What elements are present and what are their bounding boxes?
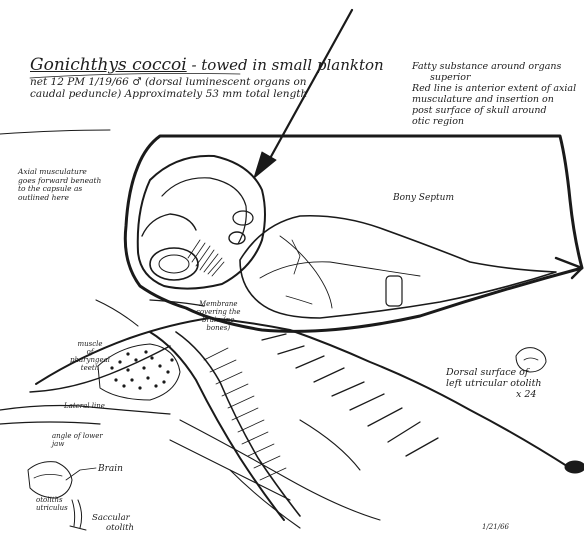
otoliths-line: utriculus <box>36 504 68 512</box>
capsule-hatching <box>188 240 224 276</box>
membrane-label: Membrane covering the brain (no bones) <box>196 300 241 332</box>
otoliths-line: otoliths <box>36 496 68 504</box>
title-rest: - towed in small plankton <box>191 56 383 74</box>
membrane-label-line: Membrane <box>196 300 241 308</box>
muscle-label-line: pharyngeal <box>70 356 110 364</box>
posterior-chamber <box>240 216 556 318</box>
title-line-3: caudal peduncle) Approximately 53 mm tot… <box>30 88 384 100</box>
gill-filaments <box>204 348 286 480</box>
angle-jaw-line: angle of lower <box>52 432 103 440</box>
saccular-line: otolith <box>92 524 134 534</box>
species-name: Gonichthys coccoi <box>30 55 187 75</box>
muscle-label: muscle of pharyngeal teeth <box>70 340 110 372</box>
title-line-1: Gonichthys coccoi - towed in small plank… <box>30 56 384 76</box>
lateral-line-label: Lateral line <box>64 402 105 410</box>
capsule-inner <box>162 178 246 244</box>
muscle-label-line: of <box>70 348 110 356</box>
branchiostegal-rays <box>170 420 380 528</box>
left-note: Axial musculature goes forward beneath t… <box>18 168 101 203</box>
title-block: Gonichthys coccoi - towed in small plank… <box>30 56 384 100</box>
membrane-label-line: brain (no <box>196 316 241 324</box>
dorsal-note-line: x 24 <box>446 390 542 401</box>
angle-jaw-label: angle of lower jaw <box>52 432 103 448</box>
brain-label: Brain <box>98 464 123 474</box>
left-note-line: outlined here <box>18 194 101 203</box>
dark-oval <box>565 461 584 473</box>
muscle-label-line: muscle <box>70 340 110 348</box>
angle-jaw-line: jaw <box>52 440 103 448</box>
note-line: post surface of skull around <box>412 106 576 117</box>
gill-arch <box>150 332 284 520</box>
otoliths-label: otoliths utriculus <box>36 496 68 512</box>
top-right-note: Fatty substance around organs superior R… <box>412 62 576 128</box>
title-line-2: net 12 PM 1/19/66 ♂ (dorsal luminescent … <box>30 76 384 88</box>
membrane-label-line: bones) <box>196 324 241 332</box>
cylinder-structure <box>386 276 402 306</box>
utricle-ellipse <box>150 248 198 280</box>
saccular-label: Saccular otolith <box>92 514 134 534</box>
note-line: otic region <box>412 117 576 128</box>
dorsal-surface-note: Dorsal surface of left utricular otolith… <box>446 368 542 401</box>
bony-septum-label: Bony Septum <box>393 193 454 203</box>
signature-date: 1/21/66 <box>482 523 509 531</box>
muscle-label-line: teeth <box>70 364 110 372</box>
membrane-label-line: covering the <box>196 308 241 316</box>
skull-outline <box>125 136 582 331</box>
